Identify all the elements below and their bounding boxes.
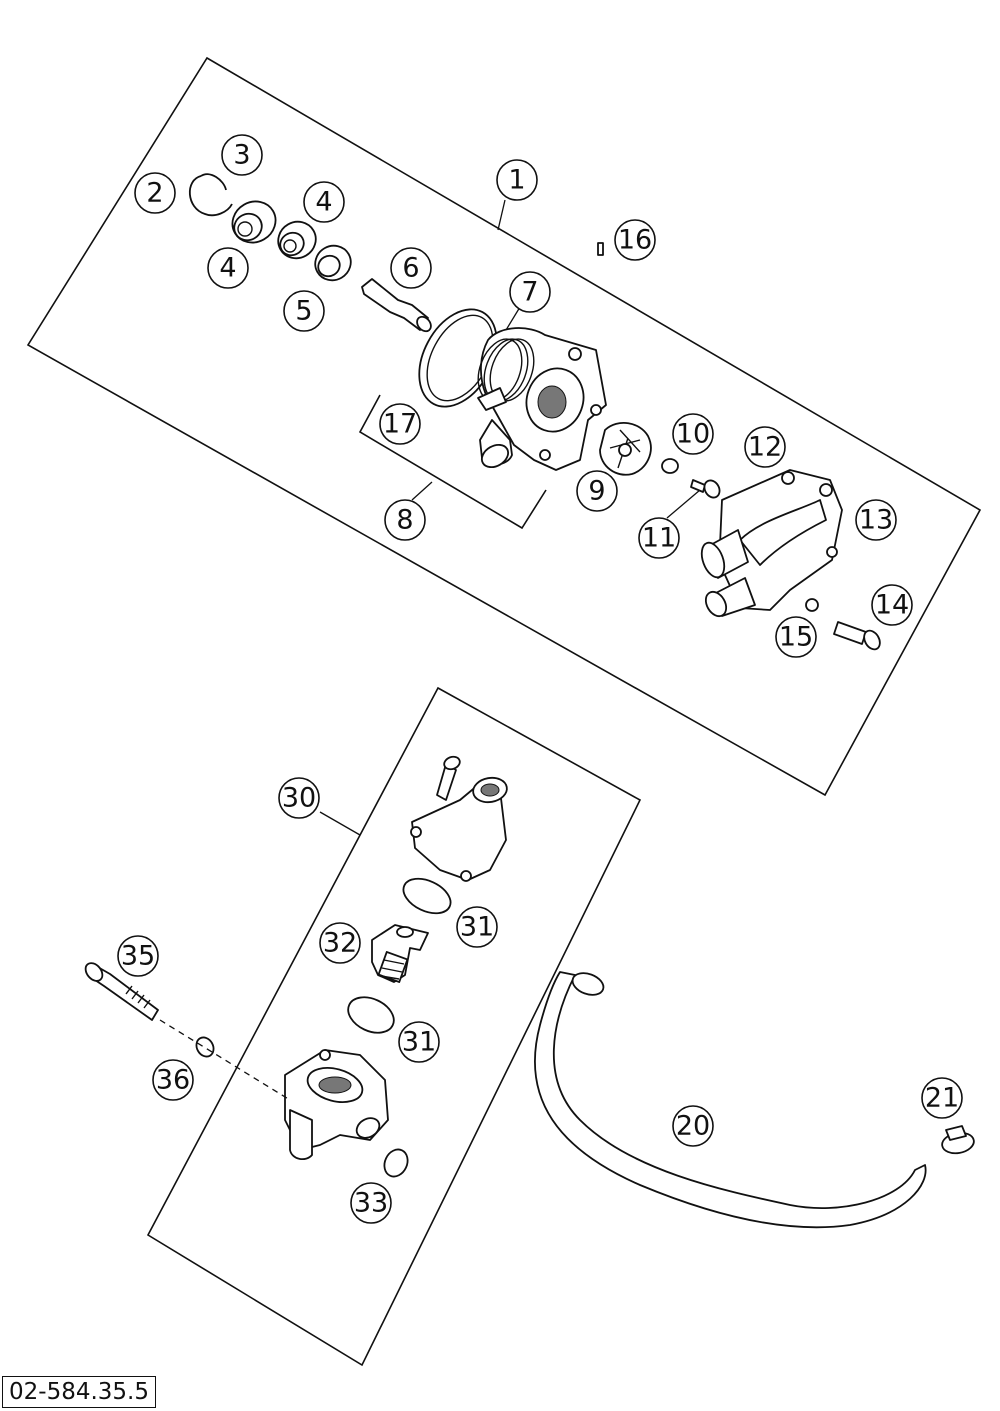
svg-text:15: 15 xyxy=(779,622,813,653)
callout-6: 6 xyxy=(390,247,432,289)
callout-14: 14 xyxy=(871,584,913,626)
washer-part xyxy=(661,458,679,474)
callout-17: 17 xyxy=(379,403,421,445)
diagram-code-label: 02-584.35.5 xyxy=(2,1376,156,1408)
bolt-washer-part xyxy=(195,1036,215,1058)
cover-screw-part xyxy=(833,621,881,651)
bearing-part xyxy=(231,200,277,244)
pump-housing-part xyxy=(477,327,607,471)
thermostat-cover-part xyxy=(410,776,508,882)
callout-20: 20 xyxy=(672,1105,714,1147)
leader-line-30 xyxy=(319,811,361,836)
callout-2: 2 xyxy=(134,172,176,214)
svg-text:13: 13 xyxy=(859,505,893,536)
sub-assembly-bracket-8 xyxy=(358,394,547,530)
callout-12: 12 xyxy=(744,426,786,468)
hose-end xyxy=(571,972,605,996)
svg-text:32: 32 xyxy=(323,928,357,959)
callout-31-second: 31 xyxy=(398,1021,440,1063)
svg-text:3: 3 xyxy=(233,140,250,171)
callout-11: 11 xyxy=(638,517,680,559)
svg-text:16: 16 xyxy=(618,225,652,256)
hose-clamp-part xyxy=(941,1125,975,1155)
svg-text:11: 11 xyxy=(642,523,676,554)
callout-32: 32 xyxy=(319,922,361,964)
callout-1: 1 xyxy=(496,159,538,201)
callout-9: 9 xyxy=(576,470,618,512)
callout-3: 3 xyxy=(221,134,263,176)
svg-text:5: 5 xyxy=(295,296,312,327)
callout-31: 31 xyxy=(456,906,498,948)
svg-text:36: 36 xyxy=(156,1065,190,1096)
callout-4: 4 xyxy=(303,181,345,223)
thermostat-cover-screw-part xyxy=(436,755,461,801)
callout-30: 30 xyxy=(278,777,320,819)
callout-13: 13 xyxy=(855,499,897,541)
svg-text:35: 35 xyxy=(121,941,155,972)
coolant-hose-part xyxy=(534,971,927,1229)
water-pump-assembly-frame xyxy=(26,56,982,797)
assembly-axis-line xyxy=(159,1019,291,1101)
pump-cover-part xyxy=(700,469,843,618)
leader-line-8 xyxy=(411,481,433,501)
impeller-part xyxy=(599,422,652,476)
thermostat-housing-part xyxy=(284,1049,389,1161)
svg-text:12: 12 xyxy=(748,432,782,463)
thermostat-part xyxy=(371,924,429,983)
svg-text:10: 10 xyxy=(676,419,710,450)
pump-shaft-end xyxy=(416,315,432,333)
thermostat-o-ring-part-2 xyxy=(347,996,395,1034)
thermostat-o-ring-part xyxy=(402,877,452,915)
bearing-part-2 xyxy=(277,220,317,260)
long-bolt-part xyxy=(84,962,159,1021)
svg-text:6: 6 xyxy=(402,253,419,284)
housing-o-ring-part xyxy=(383,1148,409,1178)
callout-5: 5 xyxy=(283,290,325,332)
callout-15: 15 xyxy=(775,616,817,658)
svg-text:21: 21 xyxy=(925,1083,959,1114)
svg-text:9: 9 xyxy=(588,476,605,507)
svg-text:2: 2 xyxy=(146,178,163,209)
svg-text:1: 1 xyxy=(508,165,525,196)
callout-10: 10 xyxy=(672,413,714,455)
svg-text:17: 17 xyxy=(383,409,417,440)
svg-text:14: 14 xyxy=(875,590,909,621)
callout-35: 35 xyxy=(117,935,159,977)
svg-text:4: 4 xyxy=(219,253,236,284)
svg-text:31: 31 xyxy=(402,1027,436,1058)
svg-text:33: 33 xyxy=(354,1188,388,1219)
svg-text:30: 30 xyxy=(282,783,316,814)
shaft-seal-part xyxy=(314,244,352,282)
small-pin-part xyxy=(597,242,604,256)
callout-7: 7 xyxy=(509,271,551,313)
callout-4-second: 4 xyxy=(207,247,249,289)
svg-text:20: 20 xyxy=(676,1111,710,1142)
callout-16: 16 xyxy=(614,219,656,261)
callout-21: 21 xyxy=(921,1077,963,1119)
svg-text:8: 8 xyxy=(396,505,413,536)
impeller-screw-part xyxy=(690,479,721,499)
svg-text:31: 31 xyxy=(460,912,494,943)
callout-36: 36 xyxy=(152,1059,194,1101)
small-o-ring-part xyxy=(805,598,819,612)
leader-line-1 xyxy=(497,199,506,231)
svg-text:7: 7 xyxy=(521,277,538,308)
thermostat-assembly-frame xyxy=(146,686,642,1367)
circlip-part xyxy=(188,173,233,217)
callout-33: 33 xyxy=(350,1182,392,1224)
callout-8: 8 xyxy=(384,499,426,541)
leader-line-11 xyxy=(666,489,701,519)
svg-text:4: 4 xyxy=(315,187,332,218)
